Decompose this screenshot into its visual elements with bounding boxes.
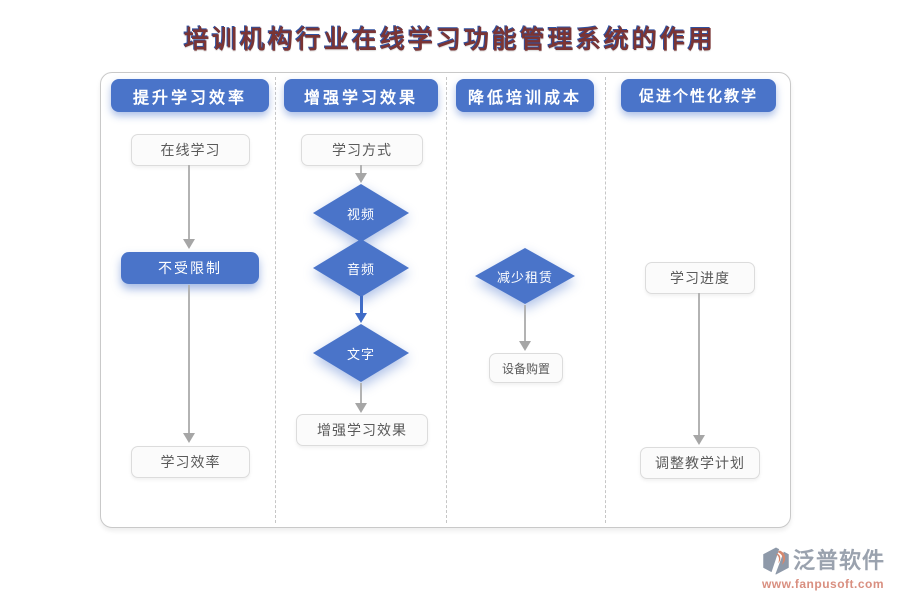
brand-footer: 泛普软件 www.fanpusoft.com — [750, 546, 896, 591]
node-no-limit: 不受限制 — [121, 252, 259, 284]
arrow-down-icon — [519, 305, 531, 351]
diamond-text: 文字 — [313, 324, 409, 382]
node-enhance-effect: 增强学习效果 — [296, 414, 428, 446]
column-separator — [446, 77, 447, 523]
brand-name: 泛普软件 — [792, 548, 885, 573]
arrow-down-blue-icon — [355, 296, 367, 323]
diamond-video-label: 视频 — [346, 206, 375, 222]
arrow-down-icon — [183, 285, 195, 443]
column-header-personalized-teaching: 促进个性化教学 — [621, 79, 776, 112]
diamond-audio-label: 音频 — [346, 261, 375, 277]
node-online-study: 在线学习 — [131, 134, 250, 166]
brand-url: www.fanpusoft.com — [761, 577, 885, 591]
brand-logo-icon — [761, 546, 791, 576]
node-study-method: 学习方式 — [301, 134, 423, 166]
column-separator — [275, 77, 276, 523]
arrow-down-icon — [183, 165, 195, 249]
node-study-progress: 学习进度 — [645, 262, 755, 294]
arrow-down-icon — [355, 383, 367, 413]
diamond-reduce-rental-label: 减少租赁 — [496, 269, 553, 285]
diamond-reduce-rental: 减少租赁 — [475, 248, 575, 304]
node-equipment-purchase: 设备购置 — [489, 353, 563, 383]
column-separator — [605, 77, 606, 523]
diamond-video: 视频 — [313, 184, 409, 242]
flow-panel: 提升学习效率 增强学习效果 降低培训成本 促进个性化教学 在线学习 不受限制 学… — [100, 72, 791, 528]
arrow-down-icon — [693, 293, 705, 445]
diamond-text-label: 文字 — [346, 346, 375, 362]
column-header-enhance-effect: 增强学习效果 — [284, 79, 438, 112]
node-adjust-teaching-plan: 调整教学计划 — [640, 447, 760, 479]
page-title: 培训机构行业在线学习功能管理系统的作用 — [183, 27, 716, 54]
node-study-efficiency: 学习效率 — [131, 446, 250, 478]
arrow-down-icon — [355, 165, 367, 183]
column-header-reduce-cost: 降低培训成本 — [456, 79, 594, 112]
diamond-audio: 音频 — [313, 239, 409, 297]
column-header-improve-efficiency: 提升学习效率 — [111, 79, 269, 112]
